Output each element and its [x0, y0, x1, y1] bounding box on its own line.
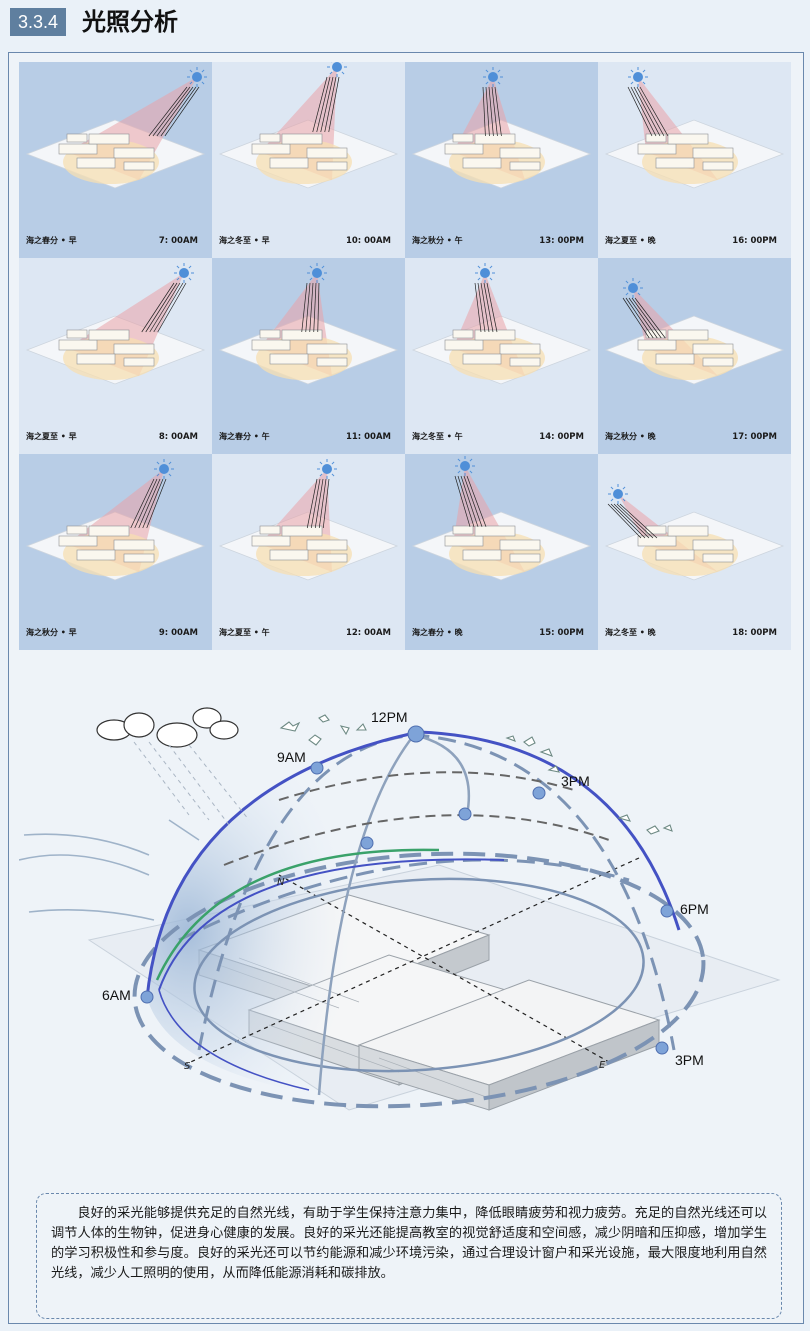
sun-study-illustration — [405, 62, 598, 258]
label-12pm: 12PM — [371, 709, 408, 725]
section-header: 3.3.4 光照分析 — [0, 0, 810, 46]
sun-study-cell: 海之秋分 • 晚 17: 00PM — [598, 258, 791, 454]
sun-study-illustration — [598, 454, 791, 650]
sun-study-illustration — [598, 258, 791, 454]
compass-north: N — [277, 877, 285, 888]
sun-study-cell: 海之夏至 • 晚 16: 00PM — [598, 62, 791, 258]
label-3pm-upper: 3PM — [561, 773, 590, 789]
cell-time: 8: 00AM — [158, 432, 198, 442]
sun-path-diagram: 12PM 9AM 3PM 6PM 6AM 3PM S N E — [18, 690, 791, 1130]
cell-label: 海之秋分 • 午 — [412, 236, 463, 245]
cell-label: 海之秋分 • 早 — [26, 628, 77, 637]
sun-study-cell: 海之夏至 • 早 8: 00AM — [19, 258, 212, 454]
section-title: 光照分析 — [82, 8, 178, 36]
cell-label: 海之春分 • 晚 — [412, 628, 463, 637]
cell-label: 海之春分 • 午 — [219, 432, 270, 441]
sun-study-cell: 海之冬至 • 晚 18: 00PM — [598, 454, 791, 650]
dome-meridian — [317, 734, 415, 1096]
cell-label: 海之冬至 • 早 — [219, 236, 270, 245]
dome-parallel — [223, 814, 610, 866]
cell-label: 海之春分 • 早 — [26, 236, 77, 245]
sun-study-illustration — [405, 454, 598, 650]
sun-study-illustration — [19, 258, 212, 454]
sun-study-illustration — [598, 62, 791, 258]
sun-study-cell: 海之秋分 • 早 9: 00AM — [19, 454, 212, 650]
bird-icons — [279, 714, 673, 835]
sun-study-grid: 海之春分 • 早 7: 00AM 海之冬至 • 早 10: 00AM 海之秋分 • … — [19, 62, 791, 650]
dome-parallel — [178, 858, 630, 942]
cell-label: 海之冬至 • 晚 — [605, 628, 656, 637]
cell-time: 13: 00PM — [539, 236, 584, 246]
cell-label: 海之夏至 • 午 — [219, 628, 270, 637]
section-number: 3.3.4 — [10, 8, 67, 36]
cell-time: 18: 00PM — [732, 628, 777, 638]
cell-time: 12: 00AM — [345, 628, 391, 638]
sun-study-illustration — [212, 454, 405, 650]
wind-lines — [18, 819, 200, 921]
sun-study-illustration — [19, 62, 212, 258]
cell-time: 15: 00PM — [539, 628, 584, 638]
sun-study-cell: 海之春分 • 午 11: 00AM — [212, 258, 405, 454]
sun-study-cell: 海之冬至 • 早 10: 00AM — [212, 62, 405, 258]
sun-study-illustration — [405, 258, 598, 454]
sun-study-illustration — [19, 454, 212, 650]
cell-time: 9: 00AM — [158, 628, 198, 638]
label-3pm-lower: 3PM — [675, 1052, 704, 1068]
sun-study-cell: 海之夏至 • 午 12: 00AM — [212, 454, 405, 650]
cloud-icon — [96, 707, 239, 748]
dome-parallel — [278, 771, 575, 801]
compass-south: S — [184, 1061, 191, 1072]
cell-time: 14: 00PM — [539, 432, 584, 442]
sun-study-illustration — [212, 62, 405, 258]
label-9am: 9AM — [277, 749, 306, 765]
cell-label: 海之秋分 • 晚 — [605, 432, 656, 441]
cell-time: 7: 00AM — [158, 236, 198, 246]
cell-time: 11: 00AM — [345, 432, 391, 442]
sun-study-illustration — [212, 258, 405, 454]
dome-meridian — [413, 733, 471, 816]
cell-time: 10: 00AM — [345, 236, 391, 246]
cell-time: 16: 00PM — [732, 236, 777, 246]
cell-label: 海之夏至 • 晚 — [605, 236, 656, 245]
label-6pm: 6PM — [680, 901, 709, 917]
compass-east: E — [599, 1060, 606, 1071]
sun-study-cell: 海之春分 • 晚 15: 00PM — [405, 454, 598, 650]
label-6am: 6AM — [102, 987, 131, 1003]
sun-study-cell: 海之冬至 • 午 14: 00PM — [405, 258, 598, 454]
blue-sun-arc-lower — [158, 989, 310, 1091]
cell-label: 海之夏至 • 早 — [26, 432, 77, 441]
cell-label: 海之冬至 • 午 — [412, 432, 463, 441]
dome-glow — [147, 732, 419, 1095]
blue-sun-arc — [158, 858, 505, 991]
sun-position-markers — [140, 725, 674, 1055]
sun-study-cell: 海之秋分 • 午 13: 00PM — [405, 62, 598, 258]
cell-time: 17: 00PM — [732, 432, 777, 442]
rain-lines — [133, 741, 250, 826]
green-sun-arc — [155, 848, 440, 981]
horizon-ring-inner — [193, 877, 645, 1073]
sun-study-cell: 海之春分 • 早 7: 00AM — [19, 62, 212, 258]
description-box: 良好的采光能够提供充足的自然光线，有助于学生保持注意力集中，降低眼睛疲劳和视力疲… — [36, 1193, 782, 1319]
